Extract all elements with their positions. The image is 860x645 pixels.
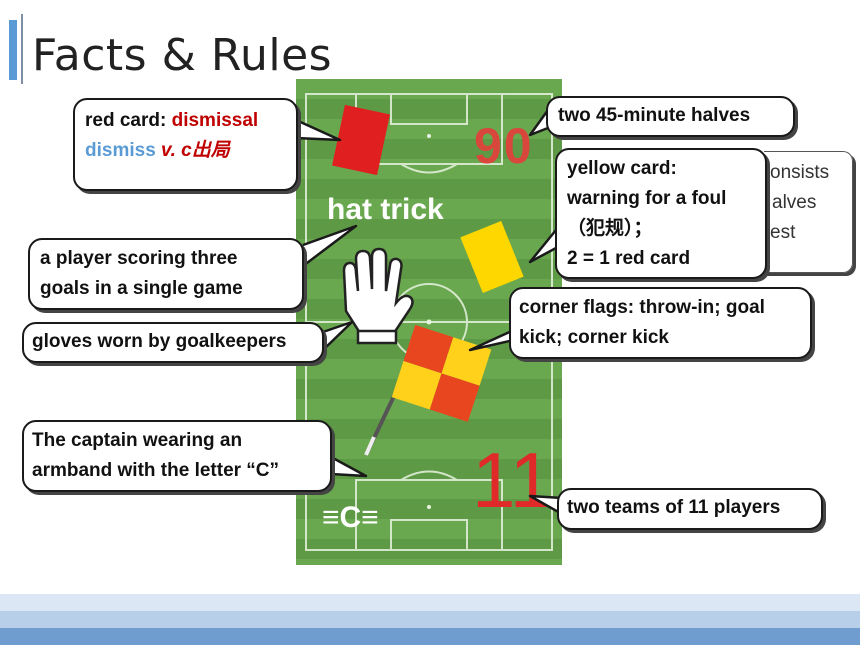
dismissal-word: dismissal xyxy=(171,110,259,131)
captain-bubble: The captain wearing an armband with the … xyxy=(22,420,332,492)
teams-bubble: two teams of 11 players xyxy=(557,488,823,530)
red-card-bubble: red card: dismissal dismiss v. c出局 xyxy=(73,98,298,191)
corner-flag-icon xyxy=(364,324,492,456)
red-card-bubble-line1: red card: dismissal xyxy=(85,106,286,136)
hat-trick-bubble: a player scoring three goals in a single… xyxy=(28,238,304,310)
gloves-text: gloves worn by goalkeepers xyxy=(32,331,287,352)
corner-flags-bubble: corner flags: throw-in; goal kick; corne… xyxy=(509,287,812,359)
hat-trick-text: hat trick xyxy=(327,193,444,226)
red-card-bubble-line2: dismiss v. c出局 xyxy=(85,136,286,166)
teams-text: two teams of 11 players xyxy=(567,497,781,518)
dismiss-word: dismiss xyxy=(85,140,156,161)
goalkeeper-glove-icon xyxy=(342,247,414,345)
yellow-card-line4: 2 = 1 red card xyxy=(567,248,691,269)
scoreboard-number: 90 xyxy=(474,118,534,174)
halves-text: two 45-minute halves xyxy=(558,105,751,126)
yellow-card-line1: yellow card: xyxy=(567,158,677,179)
captain-armband-mark: ≡C≡ xyxy=(322,501,379,534)
hidden-text-1: onsists xyxy=(770,162,830,183)
halves-bubble: two 45-minute halves xyxy=(546,96,795,137)
yellow-card-line2: warning for a foul xyxy=(567,188,727,209)
title-accent-bar xyxy=(9,20,17,80)
red-card-label: red card: xyxy=(85,110,167,131)
captain-line1: The captain wearing an xyxy=(32,430,243,451)
footer-band-mid xyxy=(0,611,860,628)
yellow-card xyxy=(460,220,524,294)
gloves-bubble: gloves worn by goalkeepers xyxy=(22,322,324,363)
yellow-card-bubble: yellow card: warning for a foul （犯规）； 2 … xyxy=(555,148,767,279)
footer-band-dark xyxy=(0,628,860,645)
footer-band-light xyxy=(0,594,860,611)
corner-flags-line2: kick; corner kick xyxy=(519,327,669,348)
title-accent-line xyxy=(21,14,23,84)
yellow-card-line3: （犯规）； xyxy=(567,218,653,239)
dismiss-definition: v. c出局 xyxy=(161,140,230,161)
hat-trick-line2: goals in a single game xyxy=(40,278,243,299)
corner-flags-line1: corner flags: throw-in; goal xyxy=(519,297,765,318)
hidden-text-2: alves xyxy=(772,192,817,213)
hat-trick-line1: a player scoring three xyxy=(40,248,238,269)
big-number: 11 xyxy=(472,436,553,524)
hidden-bubble-frame xyxy=(764,151,853,273)
slide-title: Facts & Rules xyxy=(32,30,333,81)
captain-line2: armband with the letter “C” xyxy=(32,460,280,481)
red-card xyxy=(332,104,390,176)
hidden-text-3: est xyxy=(770,222,796,243)
